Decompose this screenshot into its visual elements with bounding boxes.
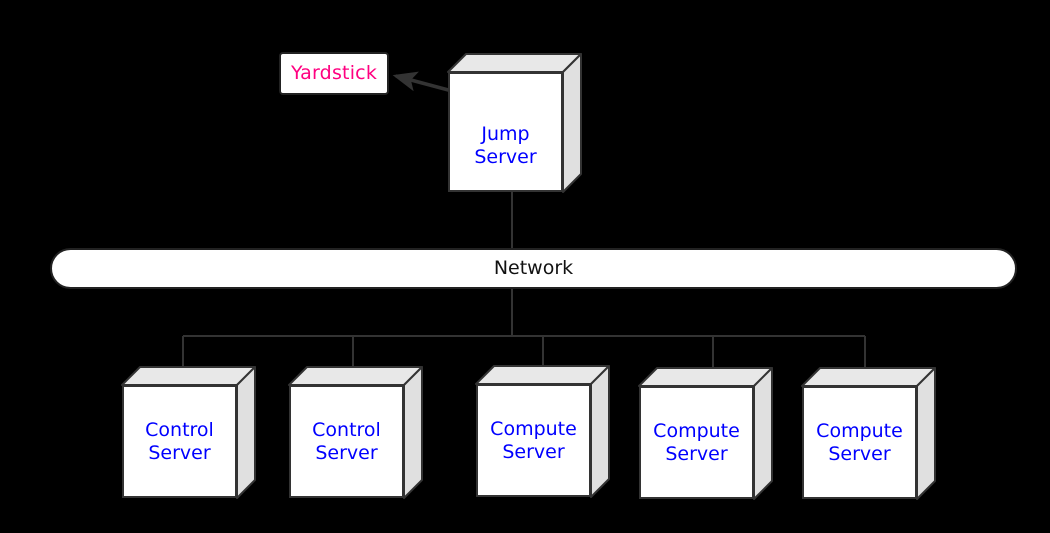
- compute-server-2-front-face: Compute Server: [639, 386, 754, 499]
- compute-server-3-3d-shading: [801, 367, 936, 500]
- compute-server-1-3d-shading: [475, 365, 610, 498]
- jump-server-front-face: Jump Server: [448, 72, 563, 192]
- network-label: Network: [493, 257, 574, 279]
- control-server-1-line1: Control: [145, 418, 214, 441]
- jump-server-3d-shading: [447, 53, 582, 193]
- jump-server-label: Jump Server: [474, 123, 536, 169]
- compute-server-3-front-face: Compute Server: [802, 386, 917, 499]
- control-server-2-line2: Server: [315, 441, 378, 464]
- compute-server-1-line2: Server: [502, 440, 565, 463]
- control-server-1-front-face: Control Server: [122, 385, 237, 498]
- compute-server-2-line1: Compute: [653, 419, 740, 442]
- compute-server-3-line2: Server: [828, 442, 891, 465]
- control-server-2-front-face: Control Server: [289, 385, 404, 498]
- compute-server-2-3d-shading: [638, 367, 773, 500]
- control-server-2-label: Control Server: [312, 419, 381, 465]
- compute-server-3-label: Compute Server: [816, 420, 903, 466]
- yardstick-box[interactable]: Yardstick: [279, 52, 389, 95]
- control-server-1-label: Control Server: [145, 419, 214, 465]
- compute-server-2-label: Compute Server: [653, 420, 740, 466]
- compute-server-1-label: Compute Server: [490, 418, 577, 464]
- compute-server-1-line1: Compute: [490, 417, 577, 440]
- compute-server-3-line1: Compute: [816, 419, 903, 442]
- jump-server-label-line2: Server: [474, 146, 537, 168]
- yardstick-label: Yardstick: [290, 62, 378, 84]
- network-bar[interactable]: Network: [50, 248, 1017, 289]
- compute-server-2-line2: Server: [665, 442, 728, 465]
- control-server-1-3d-shading: [121, 366, 256, 499]
- compute-server-1-front-face: Compute Server: [476, 384, 591, 497]
- control-server-1-line2: Server: [148, 441, 211, 464]
- control-server-2-line1: Control: [312, 418, 381, 441]
- jump-server-label-line1: Jump: [481, 123, 530, 146]
